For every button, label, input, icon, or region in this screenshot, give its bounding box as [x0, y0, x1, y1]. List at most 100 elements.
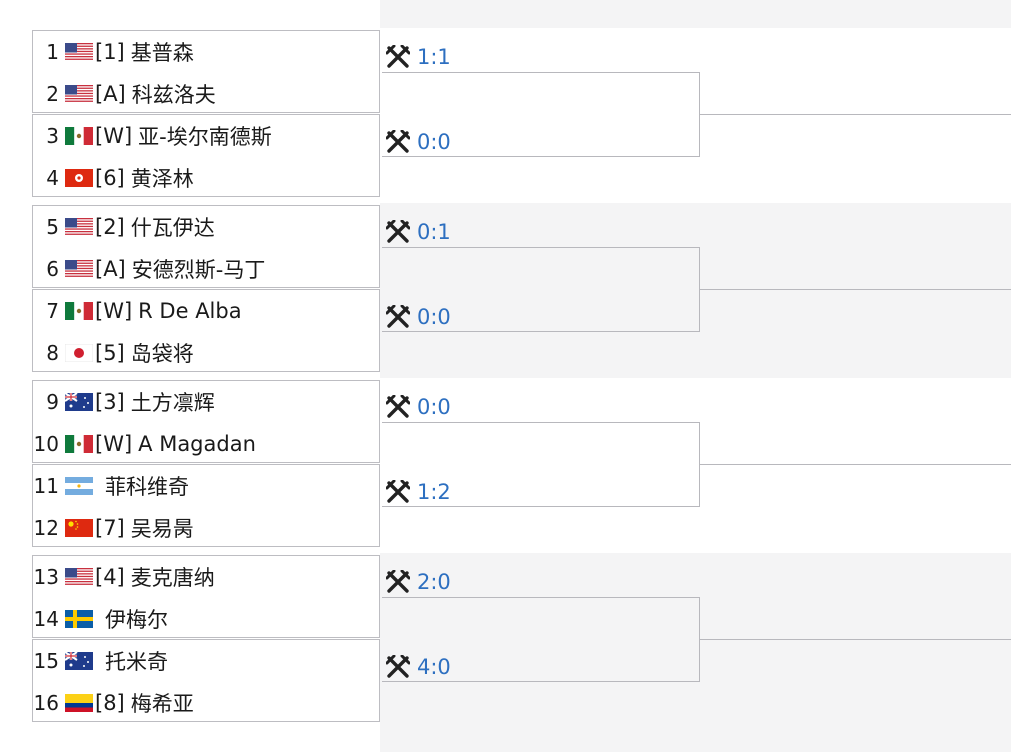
australia-flag-icon — [65, 652, 93, 670]
player-row[interactable]: 15 托米奇 — [33, 640, 381, 682]
crossed-rackets-icon — [386, 480, 410, 503]
seed-tag: [3] — [95, 390, 125, 414]
player-name: 伊梅尔 — [105, 608, 168, 633]
match-box: 15 托米奇 16 [8]梅希亚 — [32, 639, 380, 722]
match-box: 13[4]麦克唐纳 14 伊梅尔 — [32, 555, 380, 638]
draw-position: 8 — [46, 341, 59, 366]
mexico-flag-icon — [65, 435, 93, 454]
seed-tag: [5] — [95, 341, 125, 366]
bracket-line — [382, 247, 700, 248]
player-row[interactable]: 13[4]麦克唐纳 — [33, 556, 381, 598]
match-score[interactable]: 2:0 — [386, 570, 451, 594]
japan-flag-icon — [65, 344, 93, 363]
bracket-line — [700, 464, 1011, 465]
match-score[interactable]: 0:0 — [386, 395, 451, 419]
seed-tag: [2] — [95, 215, 125, 239]
bracket-line — [382, 72, 700, 73]
draw-position: 16 — [33, 691, 59, 716]
crossed-rackets-icon — [386, 130, 410, 153]
bracket-line — [382, 597, 700, 598]
player-name: 托米奇 — [105, 650, 168, 674]
crossed-rackets-icon — [386, 220, 410, 243]
seed-tag: [W] — [95, 124, 133, 148]
draw-position: 6 — [46, 257, 59, 282]
player-row[interactable]: 2 [A]科兹洛夫 — [33, 73, 381, 115]
bracket-quarter: 13[4]麦克唐纳 14 伊梅尔 15 托米奇 16 [8]梅希亚 — [32, 555, 382, 725]
hongkong-flag-icon — [65, 169, 93, 188]
player-row[interactable]: 7[W]R De Alba — [33, 290, 381, 332]
bracket-line — [699, 597, 700, 682]
match-box: 1[1]基普森 2 [A]科兹洛夫 — [32, 30, 380, 113]
bracket-line — [382, 422, 700, 423]
colombia-flag-icon — [65, 694, 93, 713]
bracket-line — [699, 422, 700, 507]
draw-position: 10 — [33, 432, 59, 457]
draw-position: 15 — [33, 649, 59, 673]
draw-position: 3 — [46, 124, 59, 148]
match-box: 5[2]什瓦伊达 6 [A]安德烈斯-马丁 — [32, 205, 380, 288]
sweden-flag-icon — [65, 610, 93, 629]
player-row[interactable]: 4[6]黄泽林 — [33, 157, 381, 199]
quarter-band — [380, 553, 1011, 752]
player-name: 黄泽林 — [130, 167, 194, 192]
player-row[interactable]: 16 [8]梅希亚 — [33, 682, 381, 724]
player-name: A Magadan — [138, 432, 256, 457]
crossed-rackets-icon — [386, 655, 410, 678]
seed-tag: [7] — [95, 516, 125, 541]
player-row[interactable]: 6 [A]安德烈斯-马丁 — [33, 248, 381, 290]
usa-flag-icon — [65, 568, 93, 586]
player-name: 菲科维奇 — [105, 475, 189, 499]
match-score[interactable]: 4:0 — [386, 655, 451, 679]
player-name: 基普森 — [130, 41, 194, 65]
seed-tag: [A] — [95, 82, 126, 107]
seed-tag: [A] — [95, 257, 126, 282]
player-row[interactable]: 1[1]基普森 — [33, 31, 381, 73]
mexico-flag-icon — [65, 127, 93, 145]
bracket-quarter: 5[2]什瓦伊达 6 [A]安德烈斯-马丁 7[W]R De Alba 8 [5]岛袋将 — [32, 205, 382, 375]
bracket-line — [382, 681, 700, 682]
mexico-flag-icon — [65, 302, 93, 320]
bracket-line — [382, 156, 700, 157]
match-score[interactable]: 0:0 — [386, 130, 451, 154]
crossed-rackets-icon — [386, 395, 410, 418]
player-name: R De Alba — [138, 299, 242, 323]
bracket-line — [699, 247, 700, 332]
player-row[interactable]: 8 [5]岛袋将 — [33, 332, 381, 374]
draw-position: 13 — [33, 565, 59, 589]
australia-flag-icon — [65, 393, 93, 411]
match-score[interactable]: 1:1 — [386, 45, 451, 69]
player-row[interactable]: 3[W]亚-埃尔南德斯 — [33, 115, 381, 157]
bracket-line — [699, 72, 700, 157]
match-score[interactable]: 0:0 — [386, 305, 451, 329]
player-name: 麦克唐纳 — [130, 566, 215, 590]
player-row[interactable]: 14 伊梅尔 — [33, 598, 381, 640]
player-name: 梅希亚 — [130, 692, 194, 717]
player-row[interactable]: 5[2]什瓦伊达 — [33, 206, 381, 248]
draw-position: 2 — [46, 82, 59, 107]
draw-position: 14 — [33, 607, 59, 632]
crossed-rackets-icon — [386, 570, 410, 593]
player-name: 岛袋将 — [130, 342, 194, 367]
usa-flag-icon — [65, 260, 93, 279]
match-score[interactable]: 0:1 — [386, 220, 451, 244]
score-text: 0:0 — [417, 395, 451, 419]
player-row[interactable]: 10[W]A Magadan — [33, 423, 381, 465]
usa-flag-icon — [65, 218, 93, 236]
seed-tag: [8] — [95, 691, 125, 716]
player-row[interactable]: 9[3]土方凛辉 — [33, 381, 381, 423]
score-text: 4:0 — [417, 655, 451, 679]
draw-position: 12 — [33, 516, 59, 541]
draw-position: 11 — [33, 474, 59, 498]
bracket-line — [700, 639, 1011, 640]
player-name: 科兹洛夫 — [131, 83, 216, 108]
player-name: 安德烈斯-马丁 — [131, 258, 266, 283]
player-row[interactable]: 12[7]吴易昺 — [33, 507, 381, 549]
player-name: 土方凛辉 — [130, 391, 215, 415]
match-score[interactable]: 1:2 — [386, 480, 451, 504]
player-row[interactable]: 11 菲科维奇 — [33, 465, 381, 507]
match-box: 7[W]R De Alba 8 [5]岛袋将 — [32, 289, 380, 372]
quarter-band — [380, 203, 1011, 378]
